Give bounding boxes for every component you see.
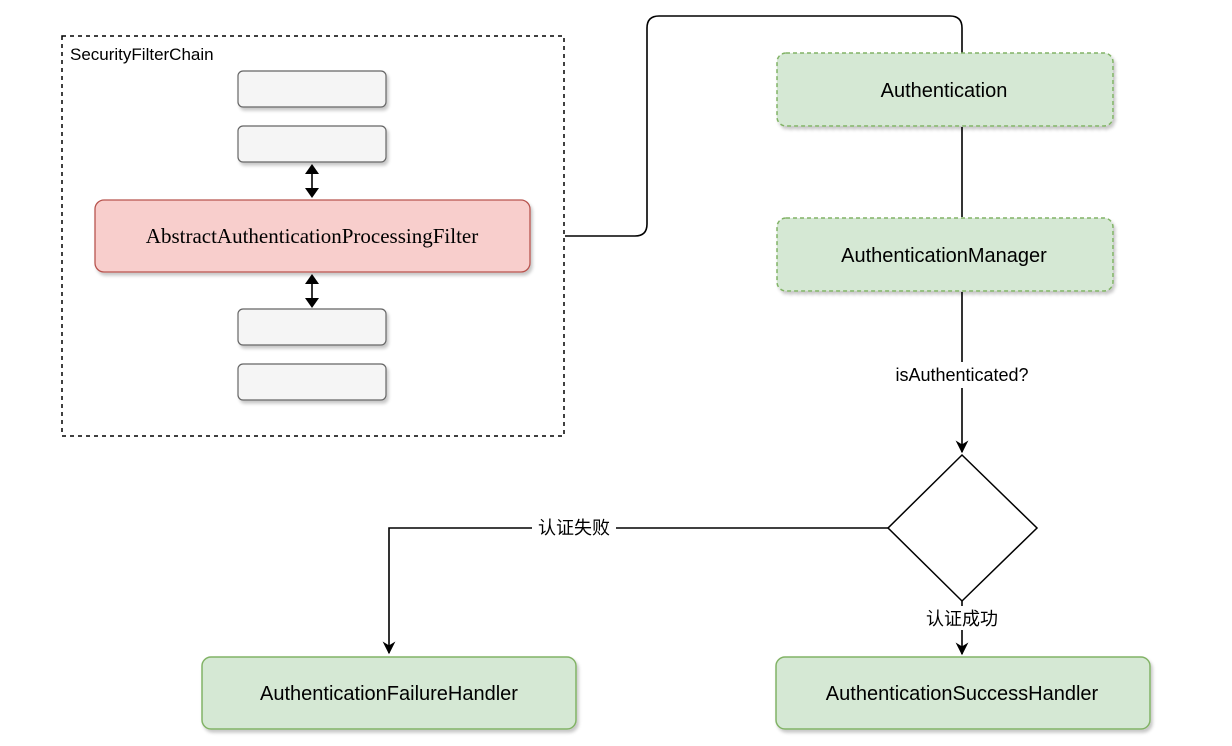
auth-success-label-bg — [920, 606, 1004, 630]
filter-connector-upper — [305, 164, 319, 198]
authentication-label: Authentication — [881, 80, 1008, 102]
filter-box-3[interactable] — [237, 308, 387, 346]
filter-box-2[interactable] — [237, 125, 387, 163]
abstract-authentication-processing-filter-label: AbstractAuthenticationProcessingFilter — [146, 224, 478, 248]
auth-success-label: 认证成功 — [926, 609, 998, 629]
is-authenticated-label-bg — [884, 362, 1040, 388]
authentication-manager-label: AuthenticationManager — [841, 245, 1047, 267]
auth-failed-label: 认证失败 — [538, 518, 610, 538]
authentication-box[interactable] — [776, 52, 1114, 127]
filter-box-4[interactable] — [237, 363, 387, 401]
security-filter-chain-title: SecurityFilterChain — [70, 45, 214, 64]
decision-diamond[interactable] — [886, 453, 1039, 603]
abstract-authentication-processing-filter-box[interactable] — [94, 199, 531, 273]
authentication-success-handler-label: AuthenticationSuccessHandler — [826, 683, 1099, 705]
authentication-failure-handler-label: AuthenticationFailureHandler — [260, 683, 518, 705]
security-filter-chain-boundary — [61, 35, 565, 437]
filter-to-authentication-edge — [565, 15, 963, 237]
security-filter-chain-group: SecurityFilterChain AbstractAuthenticati… — [61, 35, 565, 437]
authentication-success-handler-box[interactable] — [775, 656, 1151, 730]
filter-connector-lower — [305, 274, 319, 308]
is-authenticated-label: isAuthenticated? — [895, 365, 1028, 385]
authentication-failure-handler-box[interactable] — [201, 656, 577, 730]
auth-failed-label-bg — [532, 516, 616, 540]
filter-box-1[interactable] — [237, 70, 387, 108]
auth-failed-edge — [382, 527, 888, 655]
authentication-manager-box[interactable] — [776, 217, 1114, 292]
